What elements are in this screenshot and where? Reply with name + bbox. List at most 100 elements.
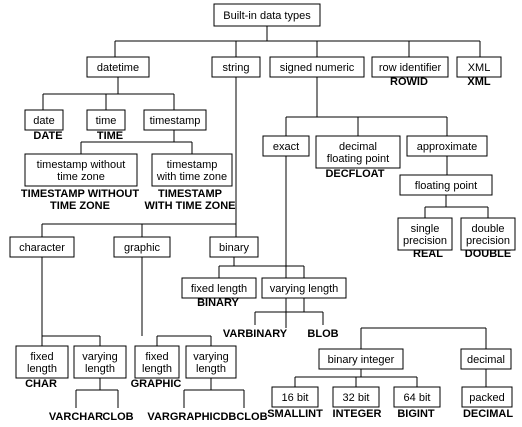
node-label: double	[471, 223, 504, 235]
sql-type-timestamp-with: WITH TIME ZONE	[144, 200, 235, 212]
node-label: 16 bit	[282, 392, 309, 404]
node-int16: 16 bit	[271, 386, 319, 408]
node-box	[460, 348, 512, 370]
node-label: fixed length	[191, 283, 247, 295]
sql-type-rowid: ROWID	[390, 76, 428, 88]
node-box	[134, 345, 180, 379]
node-label: fixed	[30, 351, 53, 363]
node-label: timestamp	[167, 159, 218, 171]
connector-13	[41, 257, 101, 346]
node-approximate: approximate	[406, 135, 488, 157]
node-label: row identifier	[379, 62, 442, 74]
node-box	[371, 56, 449, 78]
node-label: varying	[193, 351, 228, 363]
sql-type-clob: CLOB	[102, 411, 133, 423]
node-box	[315, 135, 401, 169]
node-binary: binary	[209, 236, 259, 258]
sql-type-decimal: DECIMAL	[463, 408, 513, 420]
sql-type-blob: BLOB	[307, 328, 338, 340]
node-decimal: decimal	[460, 348, 512, 370]
node-label: length	[142, 363, 172, 375]
node-box	[73, 345, 127, 379]
node-label: floating point	[327, 153, 389, 165]
node-builtin: Built-in data types	[213, 3, 321, 27]
node-exact: exact	[262, 135, 310, 157]
node-box	[209, 236, 259, 258]
node-label: packed	[469, 392, 504, 404]
node-box	[461, 386, 513, 408]
connector-16	[183, 378, 245, 408]
connector-5	[218, 257, 305, 278]
node-box	[24, 153, 138, 187]
node-int64: 64 bit	[393, 386, 441, 408]
sql-type-time: TIME	[97, 130, 123, 142]
node-box	[406, 135, 488, 157]
connector-1	[114, 26, 481, 57]
node-label: with time zone	[156, 171, 227, 183]
node-label: time zone	[57, 171, 105, 183]
node-box	[143, 109, 207, 131]
node-row-identifier: row identifier	[371, 56, 449, 78]
connector-11	[294, 369, 418, 387]
sql-type-integer: INTEGER	[333, 408, 382, 420]
connector-7	[285, 77, 448, 136]
sql-type-real: REAL	[413, 248, 443, 260]
node-label: precision	[466, 235, 510, 247]
node-box	[460, 217, 516, 251]
node-label: time	[96, 115, 117, 127]
node-label: timestamp	[150, 115, 201, 127]
node-floating-point: floating point	[399, 174, 493, 196]
node-label: binary	[219, 242, 249, 254]
node-box	[211, 56, 261, 78]
node-box	[9, 236, 75, 258]
node-box	[113, 236, 171, 258]
node-box	[24, 109, 64, 131]
node-box	[271, 386, 319, 408]
sql-type-binary: BINARY	[197, 297, 239, 309]
sql-type-graphic: GRAPHIC	[131, 378, 182, 390]
sql-type-timestamp-without: TIMESTAMP WITHOUT	[21, 188, 139, 200]
sql-type-varchar: VARCHAR	[49, 411, 103, 423]
node-int32: 32 bit	[332, 386, 380, 408]
sql-type-vargraphic: VARGRAPHIC	[147, 411, 220, 423]
sql-type-double: DOUBLE	[465, 248, 511, 260]
node-label: varying length	[270, 283, 339, 295]
node-label: graphic	[124, 242, 161, 254]
sql-type-smallint: SMALLINT	[267, 408, 323, 420]
node-box	[86, 109, 126, 131]
node-label: fixed	[145, 351, 168, 363]
node-box	[151, 153, 233, 187]
node-box	[261, 277, 347, 299]
node-label: 32 bit	[343, 392, 370, 404]
node-box	[86, 56, 150, 78]
node-label: signed numeric	[280, 62, 355, 74]
node-label: exact	[273, 141, 299, 153]
node-label: floating point	[415, 180, 477, 192]
connector-15	[141, 257, 212, 346]
node-character: character	[9, 236, 75, 258]
node-box	[269, 56, 365, 78]
node-label: character	[19, 242, 65, 254]
node-label: length	[27, 363, 57, 375]
sql-type-decfloat: DECFLOAT	[325, 168, 384, 180]
connector-6	[254, 298, 324, 325]
node-datetime: datetime	[86, 56, 150, 78]
node-box	[399, 174, 493, 196]
node-bin-fixed: fixed length	[181, 277, 257, 299]
node-label: date	[33, 115, 54, 127]
connector-10	[285, 156, 487, 349]
node-box	[15, 345, 69, 379]
sql-type-dbclob: DBCLOB	[220, 411, 267, 423]
sql-type-xml: XML	[467, 76, 491, 88]
node-label: 64 bit	[404, 392, 431, 404]
node-box	[181, 277, 257, 299]
